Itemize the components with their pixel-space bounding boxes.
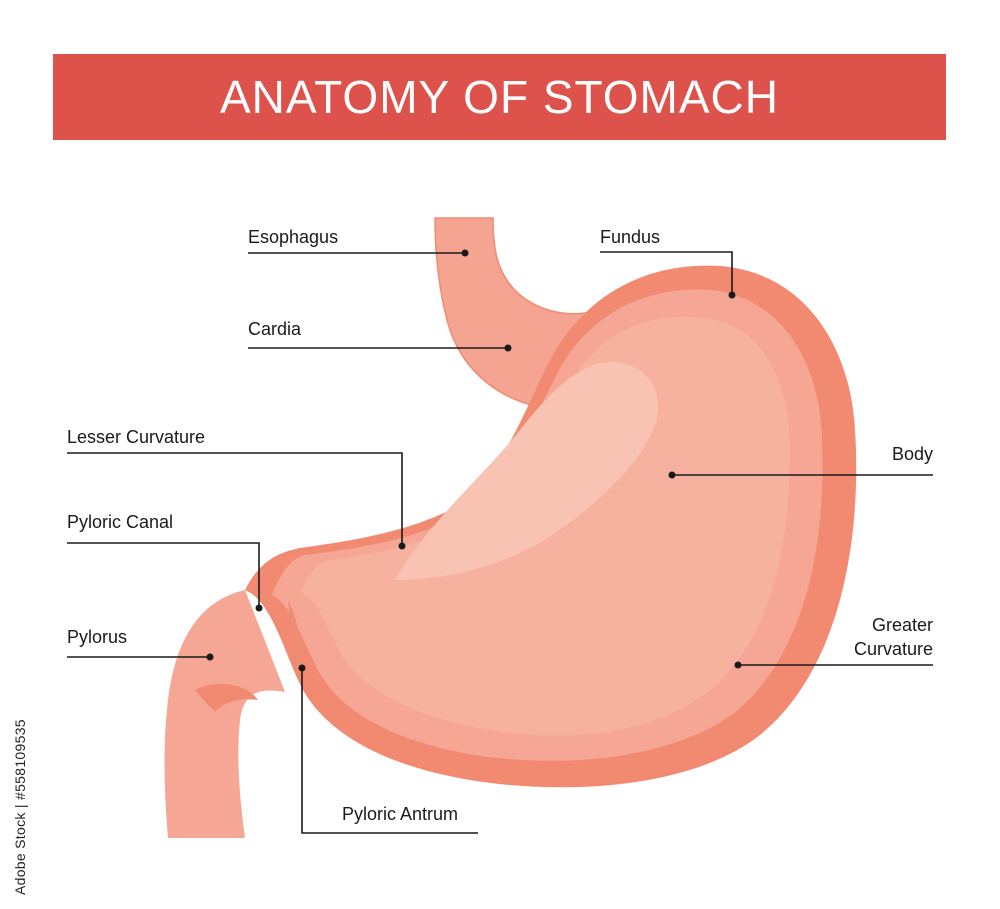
dot-pylorus (206, 653, 214, 661)
duodenum-fold (195, 684, 258, 712)
stock-id-watermark: Adobe Stock | #558109535 (12, 719, 28, 895)
label-pylorus: Pylorus (67, 627, 128, 647)
dot-body (668, 471, 676, 479)
dot-pyloric-canal (255, 604, 263, 612)
leader-pyloric-canal (67, 542, 260, 608)
dot-esophagus (461, 249, 469, 257)
duodenum-tube (164, 590, 285, 838)
leader-dots (206, 249, 742, 672)
label-greater-curvature-line1: Greater (871, 615, 933, 635)
leader-pyloric-antrum (301, 668, 478, 834)
page-title: ANATOMY OF STOMACH (220, 71, 779, 123)
label-body: Body (891, 444, 933, 464)
label-fundus: Fundus (600, 227, 661, 247)
label-esophagus: Esophagus (248, 227, 339, 247)
dot-fundus (728, 291, 736, 299)
leader-lines (67, 251, 933, 834)
label-pyloric-canal: Pyloric Canal (67, 512, 174, 532)
pylorus-sphincter (288, 600, 302, 670)
leader-lesser-curvature (67, 452, 403, 546)
label-greater-curvature-line2: Curvature (853, 639, 933, 659)
title-banner: ANATOMY OF STOMACH (53, 54, 946, 140)
dot-cardia (504, 344, 512, 352)
label-lesser-curvature: Lesser Curvature (67, 427, 206, 447)
label-pyloric-antrum: Pyloric Antrum (342, 804, 459, 824)
leader-fundus (600, 251, 733, 295)
dot-greater-curvature (734, 661, 742, 669)
label-cardia: Cardia (248, 319, 302, 339)
dot-pyloric-antrum (298, 664, 306, 672)
stomach-highlight (395, 361, 659, 580)
dot-lesser-curvature (398, 542, 406, 550)
